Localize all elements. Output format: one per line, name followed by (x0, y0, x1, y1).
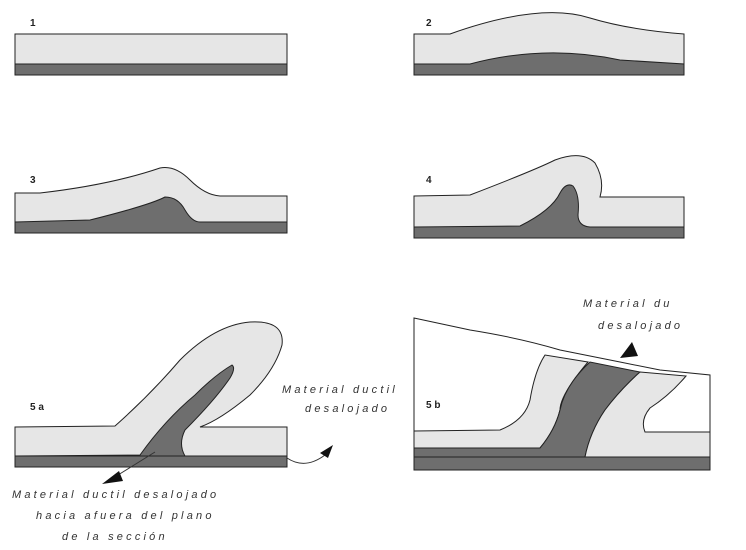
arrow-curve-right (287, 455, 325, 463)
panel-5a: 5 a Material ductil desalojado Material … (12, 322, 398, 543)
panel-3-label: 3 (30, 175, 36, 186)
panel-2: 2 (414, 13, 684, 75)
annotation-5a-right-line1: Material ductil (282, 384, 398, 396)
panel-5b-label: 5 b (426, 400, 440, 411)
panel-5a-base-band (15, 456, 287, 467)
arrowhead-right (320, 445, 333, 458)
panel-5a-light-layer (15, 322, 287, 456)
annotation-5a-bottom-line2: hacia afuera del plano (36, 510, 215, 522)
panel-5b-base-band (414, 457, 710, 470)
annotation-5a-bottom-line3: de la sección (62, 531, 168, 543)
panel-4: 4 (414, 156, 684, 238)
panel-1: 1 (15, 18, 287, 75)
panel-5b: 5 b Material du desalojado (414, 298, 710, 470)
panel-4-label: 4 (426, 175, 432, 186)
panel-1-light-layer (15, 34, 287, 64)
arrowhead-up (620, 342, 638, 358)
panel-5a-label: 5 a (30, 402, 44, 413)
panel-1-dark-layer (15, 64, 287, 75)
panel-3: 3 (15, 168, 287, 234)
annotation-5a-bottom-line1: Material ductil desalojado (12, 489, 219, 501)
arrowhead-down (102, 471, 123, 484)
panel-2-label: 2 (426, 18, 432, 29)
annotation-5b-top-line2: desalojado (598, 320, 683, 332)
annotation-5b-top-line1: Material du (583, 298, 673, 310)
annotation-5a-right-line2: desalojado (305, 403, 390, 415)
panel-1-label: 1 (30, 18, 36, 29)
